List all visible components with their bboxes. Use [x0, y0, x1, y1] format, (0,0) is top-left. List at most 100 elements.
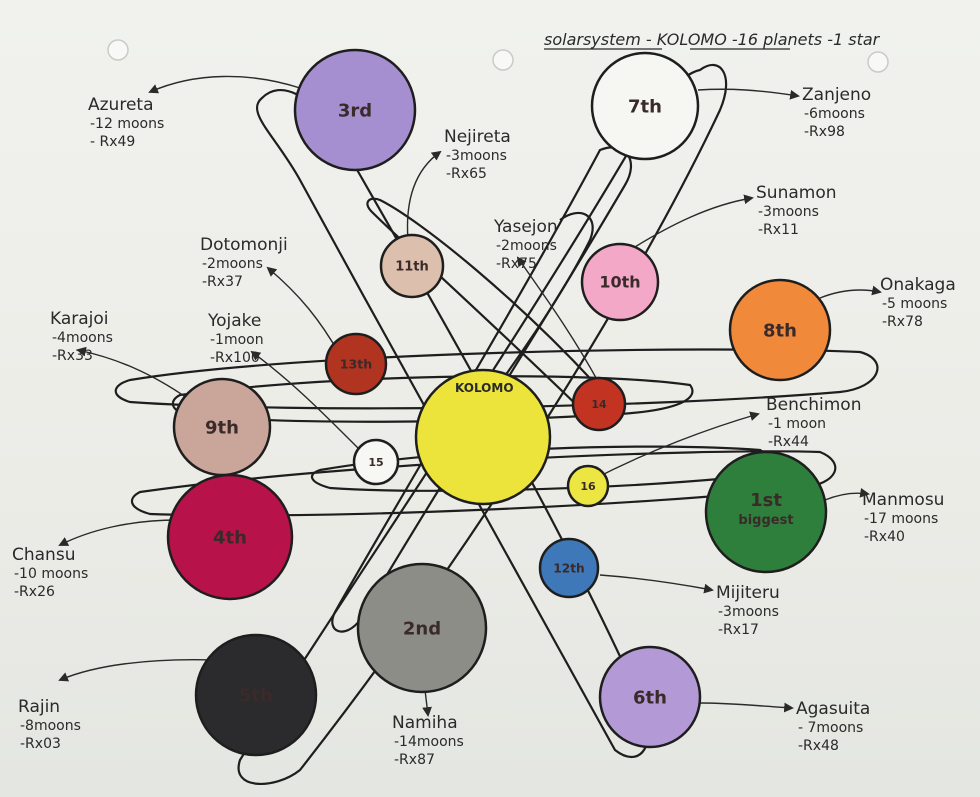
- planet-name: Onakaga: [880, 275, 956, 295]
- planet-sunamon: 10th: [580, 242, 660, 322]
- planet-info-yasejon: Yasejon-2moons -Rx75: [493, 217, 558, 272]
- planet-info-chansu: Chansu-10 moons-Rx26: [12, 545, 88, 600]
- planet-rajin: 5th: [194, 633, 318, 757]
- planet-name: Karajoi: [50, 309, 109, 329]
- arrow-manmosu: [824, 487, 870, 501]
- planet-moons: -10 moons: [14, 566, 88, 582]
- arrow-chansu: [58, 519, 179, 546]
- planet-karajoi: 9th: [172, 377, 272, 477]
- planet-onakaga: 8th: [728, 278, 832, 382]
- planet-rank-label: 14: [591, 398, 607, 411]
- planet-info-manmosu: Manmosu-17 moons -Rx40: [862, 490, 944, 545]
- arrow-namiha: [422, 689, 432, 717]
- planet-name: Manmosu: [862, 490, 944, 510]
- planet-info-rajin: Rajin-8moons -Rx03: [18, 697, 81, 752]
- planet-info-yojake: Yojake-1moon -Rx100: [207, 311, 264, 366]
- arrow-zanjeno: [697, 88, 800, 100]
- planet-agasuita: 6th: [598, 645, 702, 749]
- binder-hole: [867, 51, 889, 73]
- planet-body: [379, 233, 445, 299]
- planet-moons: -1 moon: [768, 416, 826, 432]
- planet-rank-label: 7th: [628, 96, 662, 117]
- binder-hole: [492, 49, 514, 71]
- planet-rx: -Rx48: [798, 738, 839, 754]
- planet-zanjeno: 7th: [590, 51, 700, 161]
- planet-rx: -Rx75: [496, 256, 537, 272]
- planet-moons: -17 moons: [864, 511, 938, 527]
- planet-moons: -3moons: [758, 204, 819, 220]
- arrow-azureta: [148, 75, 301, 94]
- planet-rx: -Rx03: [20, 736, 61, 752]
- planet-moons: -14moons: [394, 734, 464, 750]
- star-label: KOLOMO: [455, 381, 514, 395]
- arrow-rajin: [58, 658, 216, 682]
- planet-rx: -Rx11: [758, 222, 799, 238]
- arrow-benchimon: [591, 411, 760, 481]
- planet-name: Nejireta: [444, 127, 511, 147]
- planet-chansu: 4th: [166, 473, 294, 601]
- planet-rx: -Rx33: [52, 348, 93, 364]
- planet-rx: -Rx17: [718, 622, 759, 638]
- planet-rx: -Rx40: [864, 529, 905, 545]
- planet-rank-label: 5th: [239, 685, 273, 706]
- planet-rx: -Rx44: [768, 434, 809, 450]
- arrow-mijiteru: [599, 574, 714, 594]
- planet-body: [172, 377, 272, 477]
- planet-name: Rajin: [18, 697, 60, 717]
- planet-rank-label: 6th: [633, 687, 667, 708]
- planet-info-sunamon: Sunamon-3moons-Rx11: [756, 183, 837, 238]
- planet-name: Mijiteru: [716, 583, 780, 603]
- planet-name: Yojake: [207, 311, 261, 331]
- planet-body: [728, 278, 832, 382]
- planet-moons: -3moons: [718, 604, 779, 620]
- planet-rank-label: 8th: [763, 320, 797, 341]
- planet-body: [538, 537, 600, 599]
- planet-moons: -5 moons: [882, 296, 947, 312]
- planet-body: [598, 645, 702, 749]
- planet-body: [356, 562, 488, 694]
- planet-rx: -Rx87: [394, 752, 435, 768]
- planet-rx: -Rx78: [882, 314, 923, 330]
- planet-rx: - Rx49: [90, 134, 135, 150]
- planet-name: Namiha: [392, 713, 458, 733]
- planet-moons: -6moons: [804, 106, 865, 122]
- planet-info-nejireta: Nejireta-3moons-Rx65: [444, 127, 511, 182]
- planet-moons: -12 moons: [90, 116, 164, 132]
- arrow-yojake: [250, 350, 361, 451]
- planet-info-namiha: Namiha-14moons -Rx87: [392, 713, 464, 768]
- arrow-onakaga: [819, 285, 882, 299]
- planet-rank-label: 10th: [599, 273, 640, 292]
- planet-body: [324, 332, 388, 396]
- planet-info-dotomonji: Dotomonji-2moons-Rx37: [200, 235, 288, 290]
- arrow-dotomonji: [266, 266, 341, 356]
- planet-rx: -Rx65: [446, 166, 487, 182]
- planet-moons: - 7moons: [798, 720, 863, 736]
- planet-body: [293, 48, 417, 172]
- planet-moons: -2moons: [496, 238, 557, 254]
- planet-moons: -8moons: [20, 718, 81, 734]
- planet-name: Chansu: [12, 545, 75, 565]
- planet-moons: -1moon: [210, 332, 264, 348]
- planet-name: Zanjeno: [802, 85, 871, 105]
- planet-azureta: 3rd: [293, 48, 417, 172]
- planet-rank-label: 1st: [750, 490, 782, 511]
- planet-moons: -2moons: [202, 256, 263, 272]
- planet-rx: -Rx100: [210, 350, 260, 366]
- planet-rank-label: 16: [580, 480, 596, 493]
- planet-rank-label: 11th: [395, 260, 429, 275]
- arrow-sunamon: [629, 194, 754, 251]
- planet-body: [566, 464, 610, 508]
- planet-yasejon: 14: [571, 376, 627, 432]
- planet-namiha: 2nd: [356, 562, 488, 694]
- planet-info-onakaga: Onakaga-5 moons -Rx78: [880, 275, 956, 330]
- planet-info-benchimon: Benchimon-1 moon-Rx44: [766, 395, 861, 450]
- planet-body: [571, 376, 627, 432]
- planet-info-azureta: Azureta-12 moons- Rx49: [88, 95, 164, 150]
- planet-name: Yasejon: [493, 217, 558, 237]
- planet-rank-label: 4th: [213, 527, 247, 548]
- binder-hole: [107, 39, 129, 61]
- planet-body: [580, 242, 660, 322]
- arrow-agasuita: [699, 702, 794, 713]
